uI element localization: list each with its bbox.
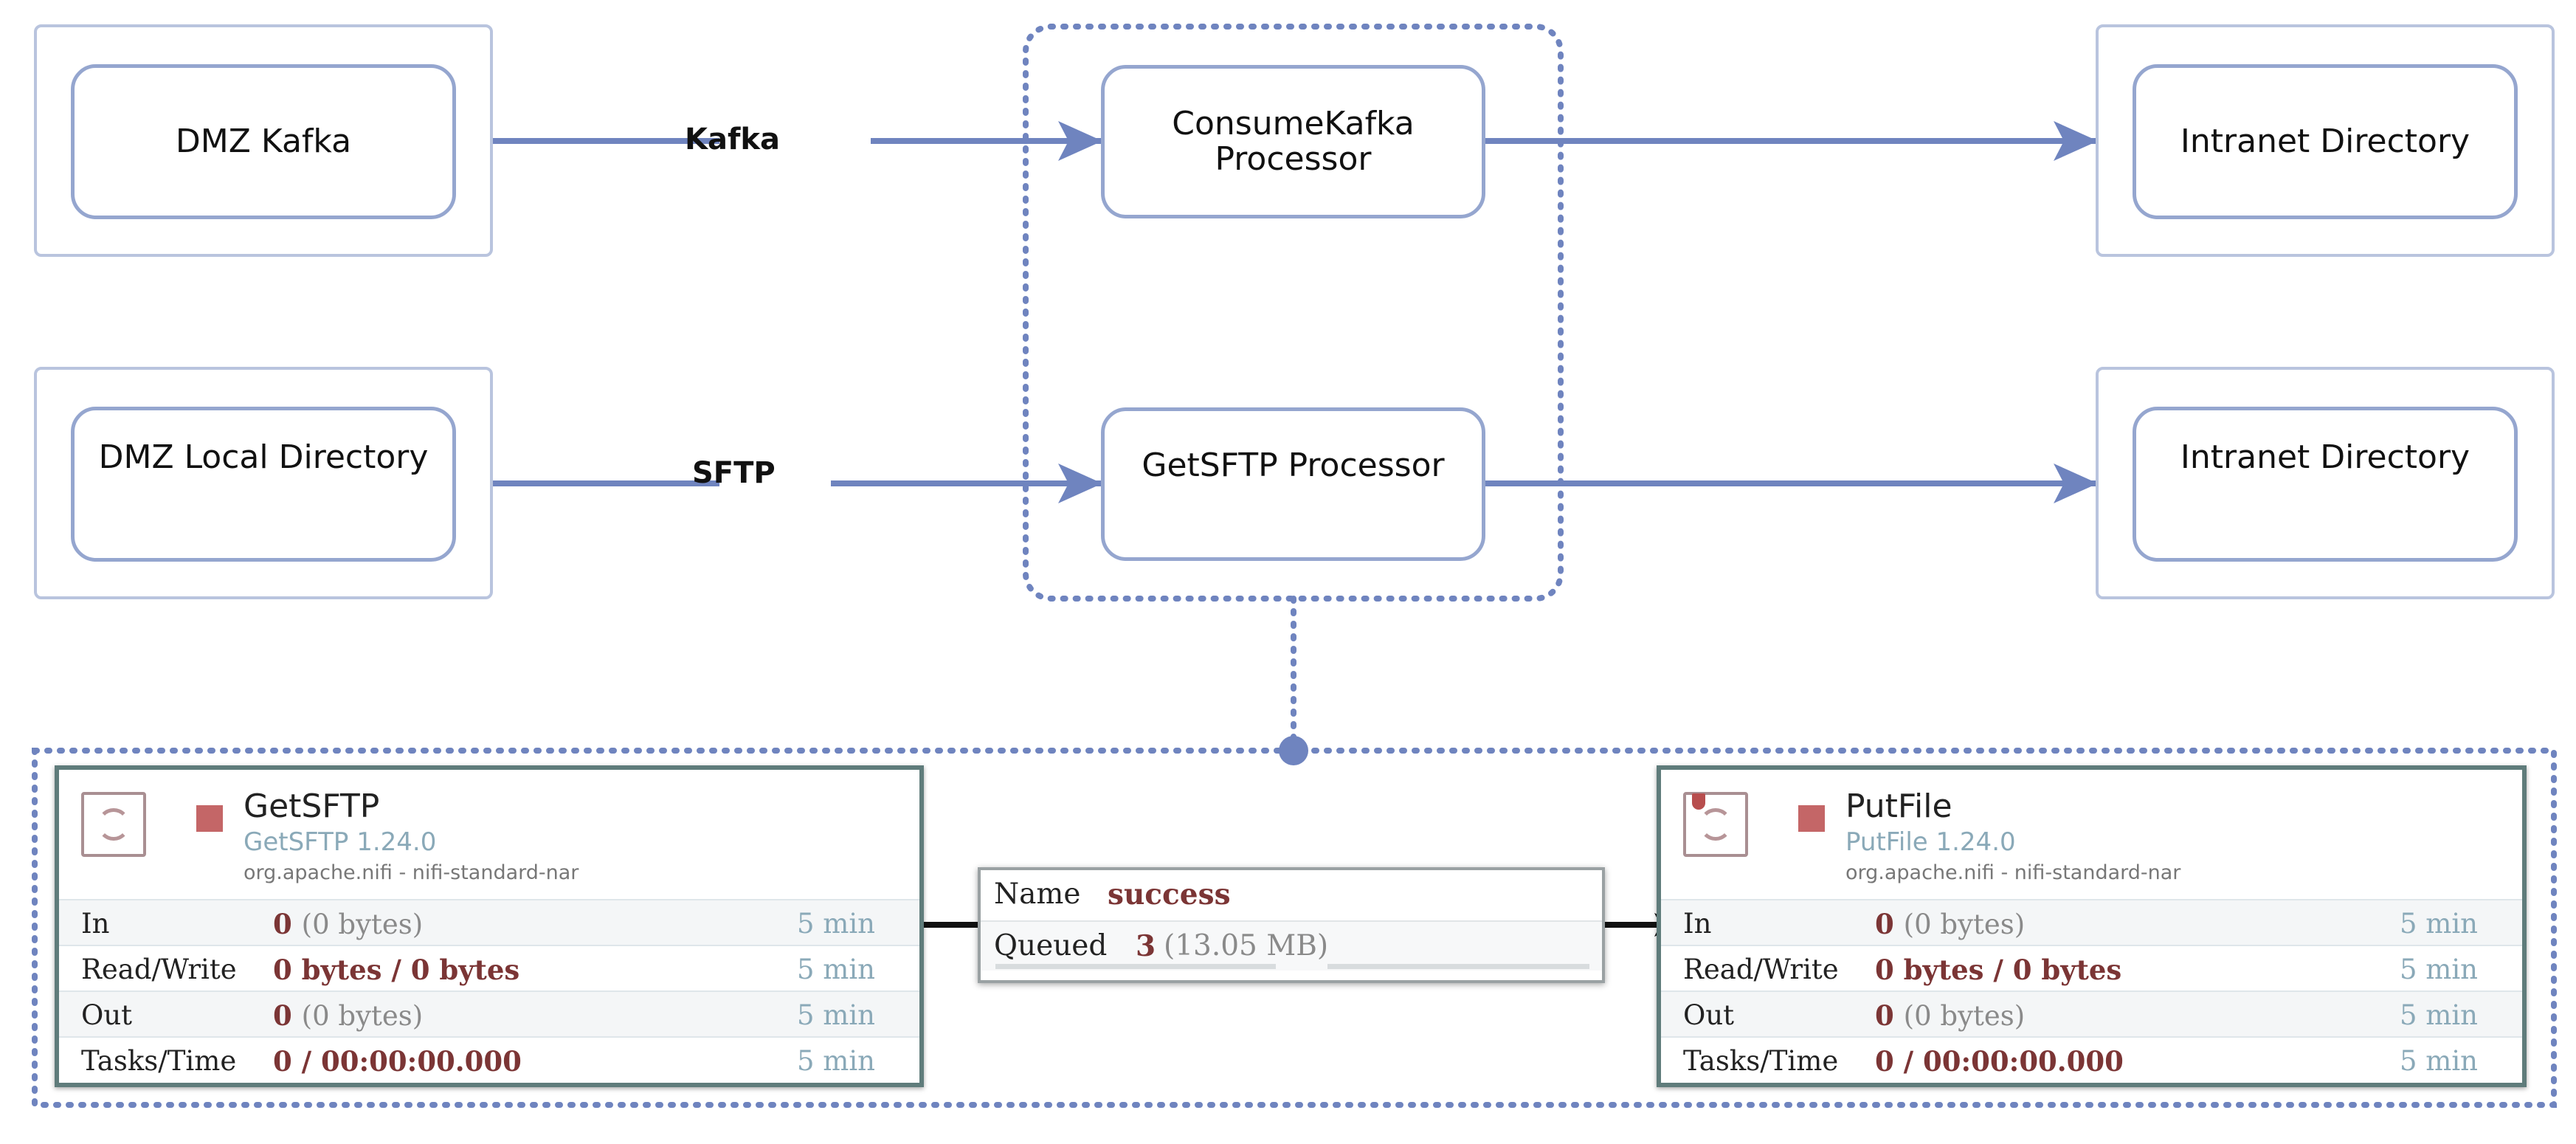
stat-label: Out xyxy=(81,999,133,1031)
target-intranet-directory-1-label: Intranet Directory xyxy=(2180,123,2470,160)
processor-getsftp[interactable]: GetSFTP Processor xyxy=(1101,407,1485,561)
stat-row-in: In 0 (0 bytes) 5 min xyxy=(59,899,919,945)
stat-row-tasks-time: Tasks/Time 0 / 00:00:00.000 5 min xyxy=(59,1036,919,1082)
nifi-putfile-header: PutFile PutFile 1.24.0 org.apache.nifi -… xyxy=(1661,770,2522,895)
stat-row-out: Out 0 (0 bytes) 5 min xyxy=(59,990,919,1036)
stat-value: 0 bytes / 0 bytes xyxy=(273,954,520,986)
edge-label-sftp: SFTP xyxy=(692,456,776,490)
stat-label: Out xyxy=(1683,999,1735,1031)
target-intranet-directory-1[interactable]: Intranet Directory xyxy=(2096,24,2555,257)
stat-row-tasks-time: Tasks/Time 0 / 00:00:00.000 5 min xyxy=(1661,1036,2522,1082)
stat-row-in: In 0 (0 bytes) 5 min xyxy=(1661,899,2522,945)
nifi-getsftp-bundle: org.apache.nifi - nifi-standard-nar xyxy=(244,861,579,884)
connection-queued-size: (13.05 MB) xyxy=(1164,929,1329,962)
queue-bar-right xyxy=(1327,964,1589,969)
connection-queued-value: 3 xyxy=(1136,929,1156,963)
source-dmz-local-directory-box: DMZ Local Directory xyxy=(71,407,456,562)
source-dmz-kafka-box: DMZ Kafka xyxy=(71,64,456,219)
stat-time: 5 min xyxy=(796,999,875,1031)
target-intranet-directory-2[interactable]: Intranet Directory xyxy=(2096,367,2555,599)
edge-label-kafka: Kafka xyxy=(685,123,780,156)
source-dmz-local-directory[interactable]: DMZ Local Directory xyxy=(34,367,493,599)
target-intranet-directory-2-box: Intranet Directory xyxy=(2133,407,2518,562)
stat-label: In xyxy=(81,908,110,940)
connection-name-label: Name xyxy=(994,878,1081,911)
stat-label: Read/Write xyxy=(1683,954,1839,985)
stat-value: 0 (0 bytes) xyxy=(1875,999,2026,1032)
nifi-putfile-name: PutFile xyxy=(1845,788,1952,825)
stat-value: 0 / 00:00:00.000 xyxy=(1875,1045,2124,1078)
stat-label: Read/Write xyxy=(81,954,237,985)
restricted-shield-icon xyxy=(1692,793,1705,810)
nifi-putfile-stats: In 0 (0 bytes) 5 min Read/Write 0 bytes … xyxy=(1661,899,2522,1082)
nifi-putfile-type: PutFile 1.24.0 xyxy=(1845,827,2016,857)
stat-value: 0 (0 bytes) xyxy=(273,908,424,940)
connection-queued-label: Queued xyxy=(994,929,1108,962)
nifi-putfile-bundle: org.apache.nifi - nifi-standard-nar xyxy=(1845,861,2181,884)
source-dmz-kafka-label: DMZ Kafka xyxy=(175,123,352,160)
nifi-getsftp-header: GetSFTP GetSFTP 1.24.0 org.apache.nifi -… xyxy=(59,770,919,895)
stopped-square-icon xyxy=(1798,805,1825,832)
stat-label: In xyxy=(1683,908,1712,940)
stat-row-read-write: Read/Write 0 bytes / 0 bytes 5 min xyxy=(59,945,919,990)
stat-time: 5 min xyxy=(796,1045,875,1077)
stat-time: 5 min xyxy=(2399,1045,2478,1077)
stat-time: 5 min xyxy=(796,908,875,940)
stat-time: 5 min xyxy=(2399,999,2478,1031)
nifi-processor-putfile[interactable]: PutFile PutFile 1.24.0 org.apache.nifi -… xyxy=(1657,765,2527,1087)
processor-consumekafka[interactable]: ConsumeKafka Processor xyxy=(1101,65,1485,218)
nifi-getsftp-type: GetSFTP 1.24.0 xyxy=(244,827,437,857)
stat-label: Tasks/Time xyxy=(1683,1045,1839,1077)
nifi-getsftp-name: GetSFTP xyxy=(244,788,380,825)
connection-queued-row: Queued 3 (13.05 MB) xyxy=(981,920,1602,971)
nifi-processor-getsftp[interactable]: GetSFTP GetSFTP 1.24.0 org.apache.nifi -… xyxy=(55,765,924,1087)
processor-icon xyxy=(1683,792,1748,857)
stat-row-read-write: Read/Write 0 bytes / 0 bytes 5 min xyxy=(1661,945,2522,990)
stat-time: 5 min xyxy=(2399,954,2478,985)
nifi-connection-success[interactable]: Name success Queued 3 (13.05 MB) xyxy=(978,867,1605,983)
stat-value: 0 (0 bytes) xyxy=(273,999,424,1032)
stat-value: 0 (0 bytes) xyxy=(1875,908,2026,940)
stat-time: 5 min xyxy=(796,954,875,985)
stopped-square-icon xyxy=(196,805,223,832)
target-intranet-directory-2-label: Intranet Directory xyxy=(2180,438,2470,476)
source-dmz-local-directory-label: DMZ Local Directory xyxy=(98,438,429,476)
target-intranet-directory-1-box: Intranet Directory xyxy=(2133,64,2518,219)
connection-name-value: success xyxy=(1108,878,1231,912)
stat-value: 0 bytes / 0 bytes xyxy=(1875,954,2122,986)
queue-bar-left xyxy=(995,964,1276,969)
stat-time: 5 min xyxy=(2399,908,2478,940)
stat-row-out: Out 0 (0 bytes) 5 min xyxy=(1661,990,2522,1036)
nifi-getsftp-stats: In 0 (0 bytes) 5 min Read/Write 0 bytes … xyxy=(59,899,919,1082)
nifi-flow-outline xyxy=(32,748,2557,1108)
stat-label: Tasks/Time xyxy=(81,1045,237,1077)
source-dmz-kafka[interactable]: DMZ Kafka xyxy=(34,24,493,257)
connection-name-row: Name success xyxy=(981,870,1602,920)
processor-icon xyxy=(81,792,146,857)
stat-value: 0 / 00:00:00.000 xyxy=(273,1045,522,1078)
